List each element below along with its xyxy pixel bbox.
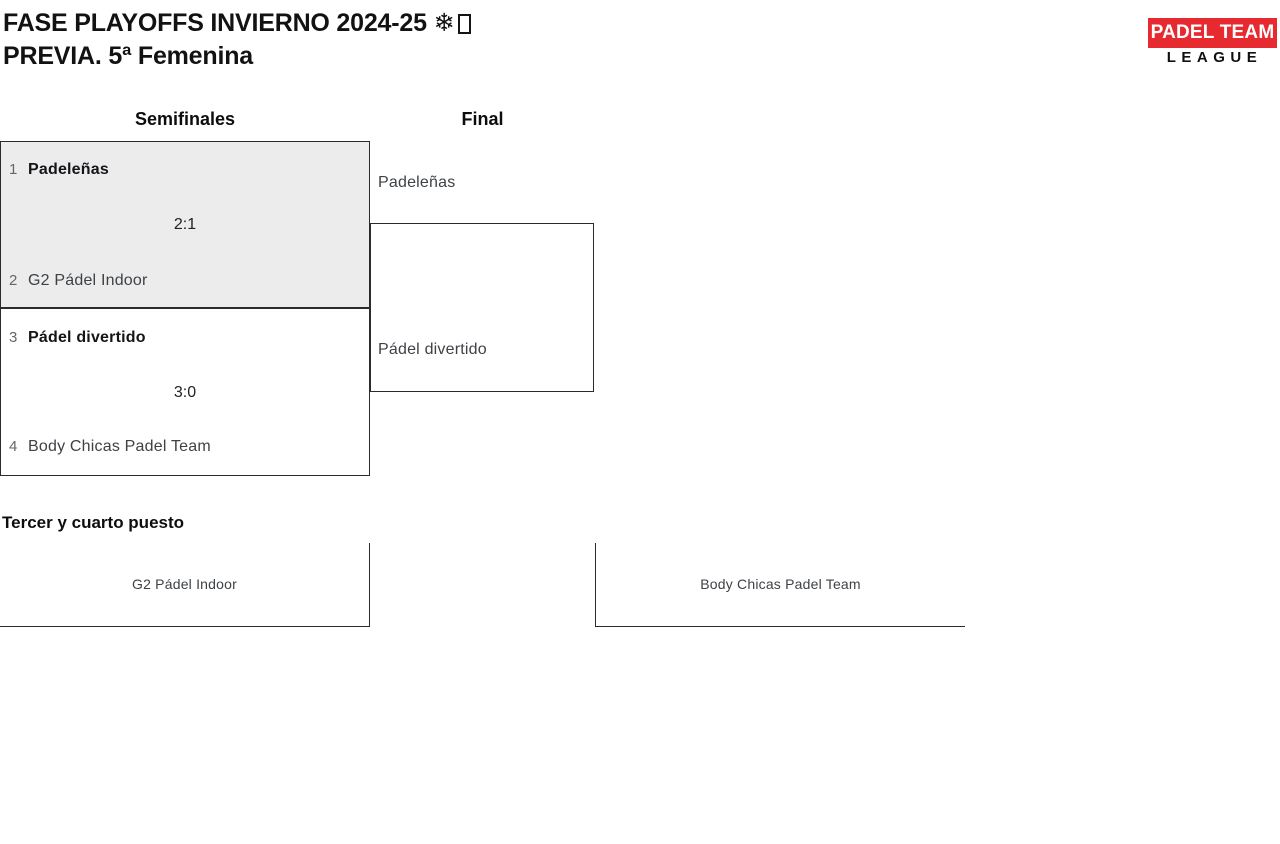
- third-place-slot-1: G2 Pádel Indoor: [0, 543, 370, 627]
- match2-seed-1: 3: [9, 329, 18, 346]
- padel-team-league-logo: PADEL TEAM LEAGUE: [1148, 18, 1277, 66]
- match1-participant-1: 1 Padeleñas: [9, 159, 361, 181]
- match2-seed-2: 4: [9, 438, 18, 455]
- final-team-1: Padeleñas: [378, 174, 456, 191]
- semifinal-match-1: 1 Padeleñas 2:1 2 G2 Pádel Indoor: [0, 141, 370, 308]
- logo-top-text: PADEL TEAM: [1150, 22, 1275, 43]
- match1-team-1: Padeleñas: [28, 161, 109, 178]
- match1-team-2: G2 Pádel Indoor: [28, 272, 148, 289]
- third-place-team-2: Body Chicas Padel Team: [700, 576, 861, 592]
- match2-participant-2: 4 Body Chicas Padel Team: [9, 436, 361, 458]
- page-title-line1: FASE PLAYOFFS INVIERNO 2024-25 ❄: [3, 7, 472, 40]
- match2-team-2: Body Chicas Padel Team: [28, 438, 211, 455]
- match2-team-1: Pádel divertido: [28, 329, 146, 346]
- logo-red-banner: PADEL TEAM: [1148, 18, 1277, 48]
- match1-participant-2: 2 G2 Pádel Indoor: [9, 270, 361, 292]
- logo-bottom-text: LEAGUE: [1166, 49, 1263, 66]
- match2-score: 3:0: [173, 384, 197, 401]
- page-title: FASE PLAYOFFS INVIERNO 2024-25 ❄ PREVIA.…: [3, 7, 472, 73]
- third-place-heading: Tercer y cuarto puesto: [2, 513, 185, 532]
- column-header-semifinals: Semifinales: [134, 109, 236, 129]
- match1-score: 2:1: [173, 216, 197, 233]
- page-title-line2: PREVIA. 5ª Femenina: [3, 42, 253, 70]
- semifinal-match-2: 3 Pádel divertido 3:0 4 Body Chicas Pade…: [0, 308, 370, 476]
- match1-seed-1: 1: [9, 161, 18, 178]
- missing-glyph-box: [458, 14, 472, 34]
- final-match-box: [370, 223, 594, 392]
- third-place-team-1: G2 Pádel Indoor: [132, 576, 237, 592]
- page-title-line1-text: FASE PLAYOFFS INVIERNO 2024-25 ❄: [3, 9, 455, 37]
- third-place-slot-2: Body Chicas Padel Team: [595, 543, 965, 627]
- column-header-final: Final: [461, 109, 504, 129]
- match1-seed-2: 2: [9, 272, 18, 289]
- match2-participant-1: 3 Pádel divertido: [9, 327, 361, 349]
- final-team-2: Pádel divertido: [378, 341, 487, 358]
